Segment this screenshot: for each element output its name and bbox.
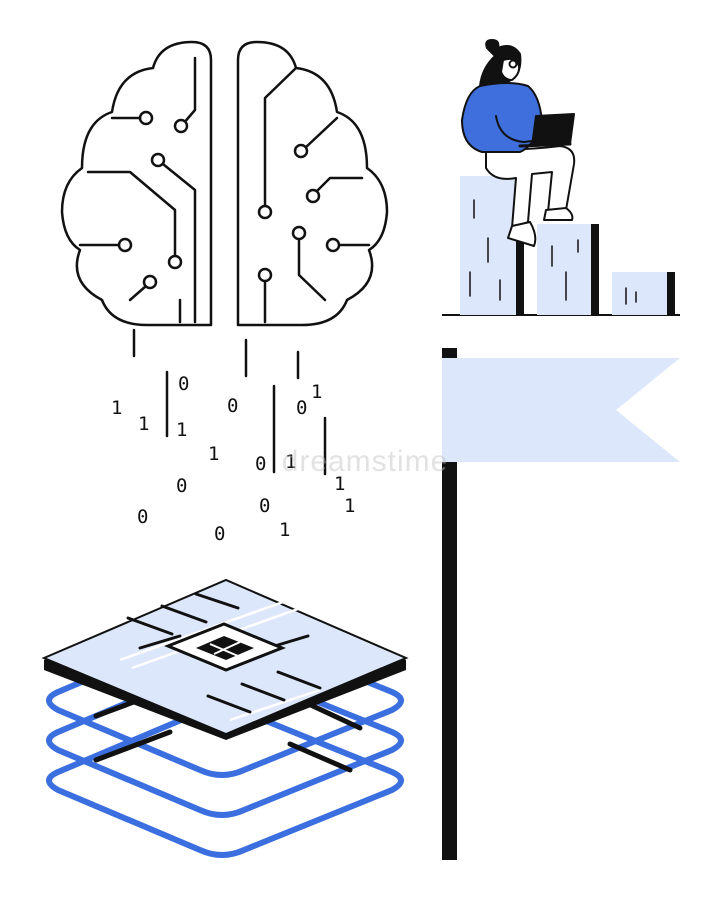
person-with-laptop (461, 39, 576, 247)
binary-digit: 0 (255, 453, 266, 475)
binary-digit: 0 (137, 506, 148, 528)
layered-chip-stack-icon (41, 578, 409, 858)
binary-digit: 1 (208, 443, 219, 465)
binary-digit: 1 (176, 419, 187, 441)
binary-digit: 1 (279, 519, 290, 541)
binary-digit: 1 (334, 473, 345, 495)
bar-chart-podium (442, 176, 680, 316)
binary-digit: 0 (296, 397, 307, 419)
binary-digit: 0 (214, 523, 225, 545)
binary-digit: 0 (227, 395, 238, 417)
binary-data-stream: 0 1 1 0 1 0 0 1 1 1 0 1 0 0 1 0 1 (111, 328, 355, 545)
binary-digit: 0 (259, 495, 270, 517)
binary-digit: 1 (138, 413, 149, 435)
binary-digit: 1 (311, 381, 322, 403)
binary-digit: 1 (285, 451, 296, 473)
binary-digit: 1 (111, 397, 122, 419)
brain-circuit-icon (60, 40, 389, 327)
binary-digit: 0 (176, 475, 187, 497)
binary-digit: 1 (344, 495, 355, 517)
binary-digit: 0 (178, 373, 189, 395)
flag-icon (442, 348, 680, 860)
